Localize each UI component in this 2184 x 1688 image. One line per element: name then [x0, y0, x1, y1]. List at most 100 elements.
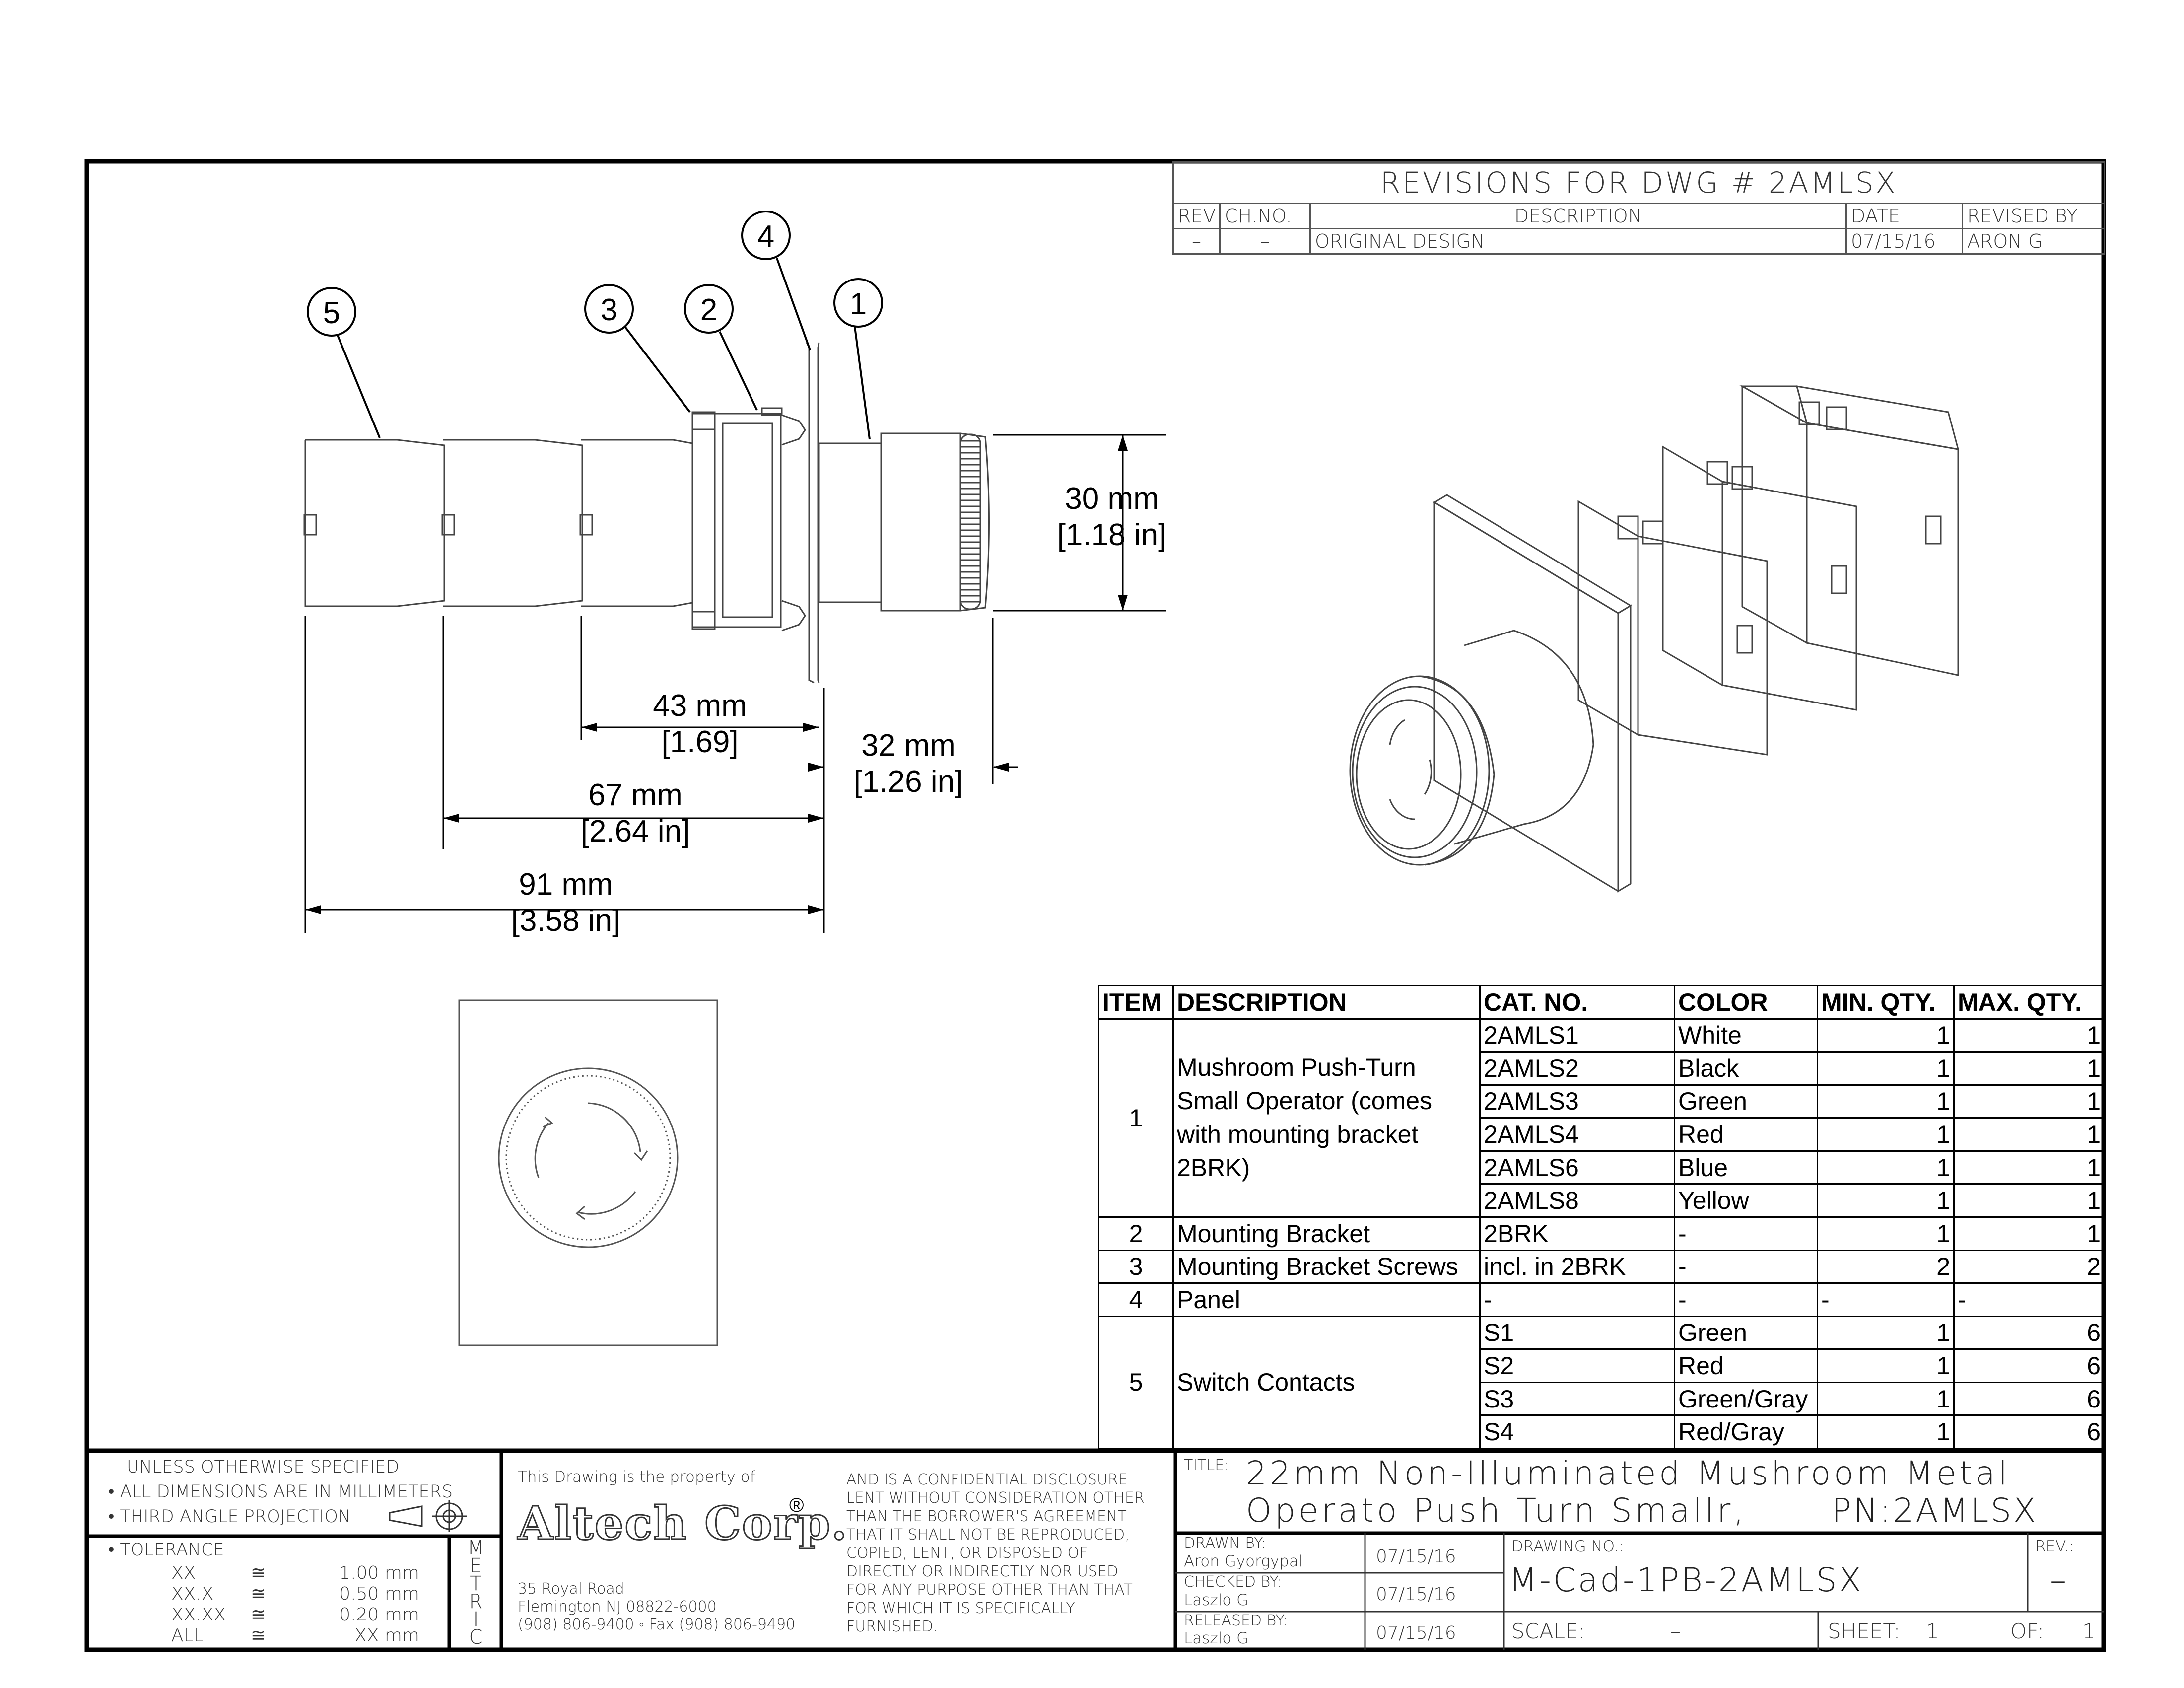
title-label: TITLE: — [1184, 1457, 1229, 1474]
side-view — [303, 342, 990, 684]
rev-value: – — [2050, 1561, 2067, 1599]
bom-max: 1 — [1953, 1117, 2105, 1152]
bom-max: 6 — [1953, 1414, 2105, 1449]
tolerance-format: XX — [171, 1563, 196, 1583]
disclosure-line: FOR WHICH IT IS SPECIFICALLY — [846, 1600, 1075, 1617]
disclosure-line: COPIED, LENT, OR DISPOSED OF — [846, 1545, 1088, 1562]
property-line: This Drawing is the property of — [518, 1468, 755, 1486]
bom-max: 2 — [1953, 1249, 2105, 1284]
bom-color: - — [1674, 1282, 1818, 1317]
bom-item-1-description: Mushroom Push-Turn Small Operator (comes… — [1172, 1018, 1481, 1218]
bom-color: Green — [1674, 1084, 1818, 1119]
bom-min: 1 — [1817, 1216, 1955, 1251]
bom-cat: 2BRK — [1479, 1216, 1675, 1251]
of-value: 1 — [2082, 1619, 2096, 1643]
bill-of-materials: ITEM DESCRIPTION CAT. NO. COLOR MIN. QTY… — [1098, 985, 2105, 1450]
sheet-value: 1 — [1926, 1619, 1939, 1643]
table-row: 3 Mounting Bracket Screws incl. in 2BRK … — [1098, 1249, 2105, 1284]
bom-cat: S1 — [1479, 1315, 1675, 1350]
table-row: 2AMLS8 Yellow 1 1 — [1099, 1183, 2105, 1218]
bom-min: 1 — [1817, 1348, 1955, 1383]
table-row: 2AMLS3 Green 1 1 — [1099, 1084, 2105, 1119]
metric-letter: C — [469, 1626, 483, 1649]
bom-cat: 2AMLS2 — [1479, 1051, 1675, 1086]
bom-color: White — [1674, 1018, 1818, 1053]
bom-header-min-qty: MIN. QTY. — [1817, 985, 1955, 1020]
drawing-title-line-2: Operato Push Turn Smallr, — [1246, 1491, 1747, 1530]
checked-date: 07/15/16 — [1376, 1584, 1456, 1605]
tolerance-label-text: TOLERANCE — [120, 1540, 224, 1560]
bom-min: 1 — [1817, 1018, 1955, 1053]
address-line-2: Flemington NJ 08822-6000 — [518, 1598, 717, 1616]
disclosure-line: LENT WITHOUT CONSIDERATION OTHER — [846, 1489, 1145, 1507]
metric-label: M E T R I C — [450, 1538, 501, 1649]
rev-header-date: DATE — [1845, 203, 1963, 230]
bom-cat: 2AMLS4 — [1479, 1117, 1675, 1152]
released-by-label: RELEASED BY: — [1184, 1612, 1288, 1629]
revisions-title: REVISIONS FOR DWG # 2AMLSX — [1172, 161, 2106, 205]
bom-color: Green/Gray — [1674, 1381, 1818, 1416]
bom-min: 2 — [1817, 1249, 1955, 1284]
confidential-disclosure: AND IS A CONFIDENTIAL DISCLOSURE LENT WI… — [846, 1471, 1145, 1636]
callout-5: 5 — [323, 296, 341, 330]
disclosure-line: FOR ANY PURPOSE OTHER THAN THAT — [846, 1581, 1133, 1599]
bom-min: 1 — [1817, 1183, 1955, 1218]
checked-by: Laszlo G — [1184, 1591, 1249, 1609]
bom-max: 1 — [1953, 1084, 2105, 1119]
disclosure-line: DIRECTLY OR INDIRECTLY NOR USED — [846, 1563, 1118, 1580]
table-row: 2AMLS4 Red 1 1 — [1099, 1117, 2105, 1152]
drawn-date: 07/15/16 — [1376, 1547, 1456, 1567]
bom-color: Red — [1674, 1117, 1818, 1152]
dim-67: 67 mm [2.64 in] — [571, 777, 700, 849]
bom-header-row: ITEM DESCRIPTION CAT. NO. COLOR MIN. QTY… — [1098, 985, 2105, 1020]
bom-item-2-description: Mounting Bracket — [1172, 1216, 1481, 1251]
dim-43: 43 mm [1.69] — [635, 688, 764, 760]
bom-max: 1 — [1953, 1216, 2105, 1251]
address-line-1: 35 Royal Road — [518, 1580, 624, 1598]
bom-max: 6 — [1953, 1348, 2105, 1383]
bom-color: Blue — [1674, 1150, 1818, 1185]
table-row: 2AMLS6 Blue 1 1 — [1099, 1150, 2105, 1185]
tolerance-symbol: ≅ — [251, 1563, 266, 1583]
bom-header-cat-no: CAT. NO. — [1479, 985, 1675, 1020]
bom-cat: S2 — [1479, 1348, 1675, 1383]
rev-cell-revised-by: ARON G — [1961, 228, 2106, 255]
table-row: S3 Green/Gray 1 6 — [1099, 1381, 2105, 1416]
front-view — [458, 999, 718, 1346]
drawn-by: Aron Gyorgypal — [1184, 1552, 1303, 1570]
dim-91: 91 mm [3.58 in] — [501, 866, 630, 939]
bom-max: 6 — [1953, 1381, 2105, 1416]
checked-by-label: CHECKED BY: — [1184, 1573, 1282, 1591]
tolerance-format: XX.X — [171, 1584, 214, 1604]
dim-32: 32 mm [1.26 in] — [844, 727, 973, 800]
drawing-title-line-1: 22mm Non-Illuminated Mushroom Metal — [1246, 1454, 2011, 1492]
released-date: 07/15/16 — [1376, 1623, 1456, 1643]
bom-item-4: 4 — [1098, 1282, 1174, 1317]
callout-graphics — [307, 211, 883, 337]
bom-min: - — [1817, 1282, 1955, 1317]
rev-header-revised-by: REVISED BY — [1961, 203, 2106, 230]
revisions-table: REVISIONS FOR DWG # 2AMLSX REV CH.NO. DE… — [1172, 161, 2106, 255]
dim-height-mm: 30 mm — [1065, 482, 1159, 516]
table-row: S4 Red/Gray 1 6 — [1099, 1414, 2105, 1449]
scale-label: SCALE: — [1511, 1619, 1585, 1643]
tolerance-label: • TOLERANCE — [108, 1540, 224, 1560]
bom-color: Black — [1674, 1051, 1818, 1086]
tolerance-value: 1.00 mm — [339, 1563, 419, 1583]
disclosure-line: FURNISHED. — [846, 1618, 938, 1635]
isometric-view — [1349, 385, 1960, 893]
table-row: 5 Switch Contacts S1 Green 1 6 — [1098, 1315, 2105, 1450]
dim-91-mm: 91 mm — [519, 867, 613, 902]
disclosure-line: THAT IT SHALL NOT BE REPRODUCED, — [846, 1526, 1130, 1544]
bom-color: Red — [1674, 1348, 1818, 1383]
tolerance-value: XX mm — [354, 1625, 419, 1646]
tolerance-symbol: ≅ — [251, 1625, 266, 1646]
tolerance-row: XX.X≅0.50 mm — [171, 1584, 429, 1605]
bom-min: 1 — [1817, 1051, 1955, 1086]
rev-label: REV.: — [2035, 1538, 2074, 1555]
bom-header-max-qty: MAX. QTY. — [1953, 985, 2105, 1020]
bom-min: 1 — [1817, 1315, 1955, 1350]
callout-1: 1 — [849, 287, 867, 321]
drawn-by-label: DRAWN BY: — [1184, 1535, 1266, 1552]
